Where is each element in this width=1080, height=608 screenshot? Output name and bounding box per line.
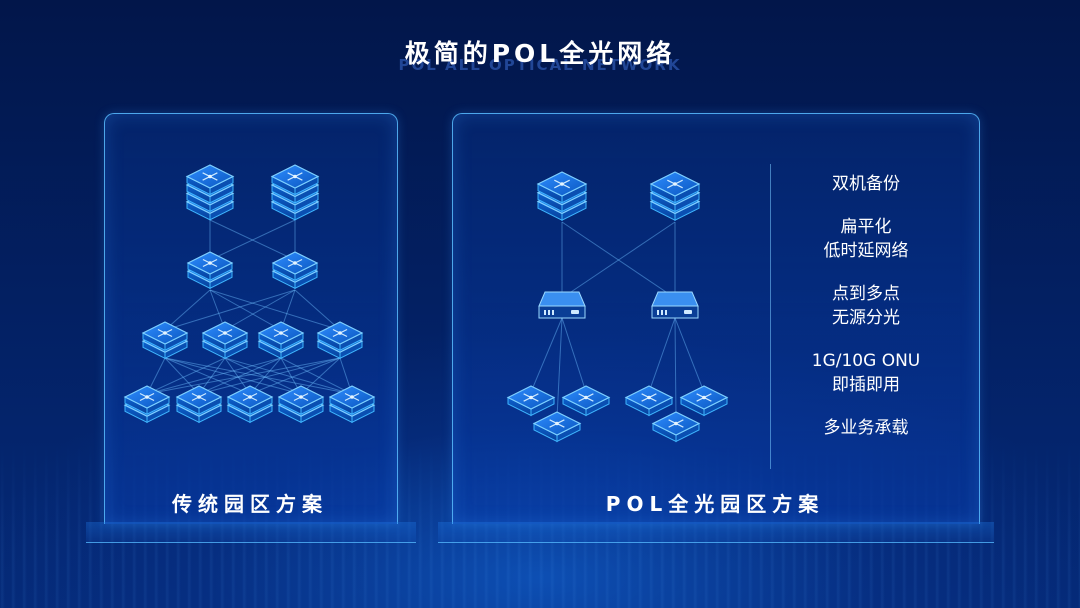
- core-switch-icon: [270, 164, 320, 221]
- onu-device-icon: [679, 385, 729, 417]
- olt-device-icon: [538, 291, 586, 319]
- fiber-link: [164, 357, 200, 395]
- edge-switch-icon: [277, 385, 325, 424]
- traditional-campus-panel: [104, 113, 398, 524]
- fiber-link: [164, 289, 211, 331]
- onu-device-icon: [532, 411, 582, 443]
- fiber-link: [209, 219, 296, 261]
- access-switch-icon: [141, 321, 189, 360]
- fiber-link: [224, 357, 353, 395]
- feature-item: 点到多点 无源分光: [780, 282, 952, 330]
- feature-text: 无源分光: [832, 308, 900, 328]
- feature-text: 扁平化: [840, 217, 892, 237]
- fiber-link: [164, 289, 296, 331]
- access-switch-icon: [316, 321, 364, 360]
- fiber-link: [294, 289, 341, 331]
- onu-device-icon: [506, 385, 556, 417]
- access-switch-icon: [201, 321, 249, 360]
- feature-text: 多业务承载: [823, 418, 909, 438]
- fiber-link: [300, 357, 341, 395]
- feature-text: 低时延网络: [823, 241, 909, 261]
- fiber-link: [146, 357, 282, 395]
- access-switch-icon: [257, 321, 305, 360]
- aggregation-switch-icon: [271, 251, 319, 290]
- pol-campus-panel-base: [438, 522, 994, 543]
- fiber-link: [198, 357, 341, 395]
- edge-switch-icon: [226, 385, 274, 424]
- onu-device-icon: [624, 385, 674, 417]
- traditional-campus-label: 传统园区方案: [172, 492, 328, 516]
- core-switch-icon: [649, 171, 701, 221]
- topology-nodes: [123, 164, 729, 443]
- core-switch-icon: [185, 164, 235, 221]
- slide-title: 极简的POL全光网络: [404, 39, 676, 68]
- fiber-link: [198, 357, 282, 395]
- feature-text: 1G/10G ONU: [811, 351, 921, 371]
- fiber-link: [280, 357, 353, 395]
- fiber-link: [556, 317, 563, 419]
- feature-list: 双机备份 扁平化 低时延网络 点到多点 无源分光 1G/10G ONU 即插即用…: [780, 172, 952, 459]
- traditional-campus-panel-base: [86, 522, 416, 543]
- feature-divider: [770, 164, 771, 469]
- fiber-link: [249, 357, 341, 395]
- slide-subtitle: POL ALL OPTICAL NETWORK: [398, 56, 682, 74]
- olt-device-icon: [651, 291, 699, 319]
- pol-campus-label: POL全光园区方案: [605, 492, 825, 516]
- fiber-link: [530, 317, 563, 393]
- fiber-link: [146, 357, 226, 395]
- feature-text: 即插即用: [832, 375, 900, 395]
- fiber-link: [224, 289, 296, 331]
- fiber-link: [561, 221, 676, 299]
- fiber-link: [209, 289, 282, 331]
- core-switch-icon: [536, 171, 588, 221]
- feature-item: 多业务承载: [780, 416, 952, 440]
- onu-device-icon: [651, 411, 701, 443]
- fiber-link: [561, 317, 587, 393]
- fiber-link: [674, 317, 705, 393]
- feature-item: 双机备份: [780, 172, 952, 196]
- fiber-link: [164, 357, 251, 395]
- edge-switch-icon: [328, 385, 376, 424]
- feature-text: 双机备份: [832, 174, 900, 194]
- fiber-link: [648, 317, 676, 393]
- feature-text: 点到多点: [832, 284, 900, 304]
- feature-item: 扁平化 低时延网络: [780, 215, 952, 263]
- onu-device-icon: [561, 385, 611, 417]
- aggregation-switch-icon: [186, 251, 234, 290]
- edge-switch-icon: [123, 385, 171, 424]
- fiber-link: [224, 357, 302, 395]
- fiber-link: [146, 357, 341, 395]
- fiber-link: [209, 219, 296, 261]
- fiber-link: [164, 357, 353, 395]
- topology-links: [146, 219, 705, 419]
- fiber-link: [164, 357, 302, 395]
- fiber-link: [674, 317, 677, 419]
- fiber-link: [561, 221, 676, 299]
- edge-switch-icon: [175, 385, 223, 424]
- fiber-link: [209, 289, 341, 331]
- feature-item: 1G/10G ONU 即插即用: [780, 349, 952, 397]
